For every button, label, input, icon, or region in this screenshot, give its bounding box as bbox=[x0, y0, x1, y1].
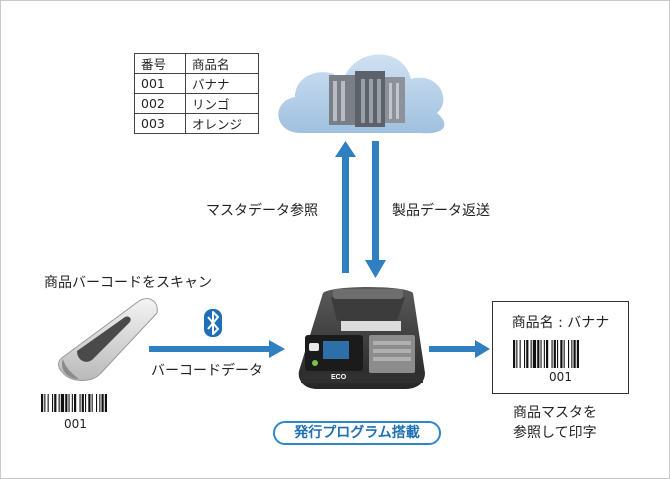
table-cell: オレンジ bbox=[185, 113, 259, 134]
master-table: 番号 商品名 001 バナナ 002 リンゴ 003 オレンジ bbox=[134, 53, 259, 134]
printer-to-label-arrow bbox=[429, 340, 490, 358]
table-cell: 003 bbox=[134, 113, 186, 134]
scanner-to-printer-arrow bbox=[149, 340, 285, 358]
scan-caption: 商品バーコードをスキャン bbox=[44, 275, 212, 291]
server-icon bbox=[329, 71, 405, 127]
table-cell: 002 bbox=[134, 93, 186, 114]
table-cell: 001 bbox=[134, 73, 186, 94]
down-arrow bbox=[365, 141, 386, 278]
printed-label-title: 商品名 : バナナ bbox=[511, 315, 610, 331]
printed-label: 商品名 : バナナ 001 bbox=[492, 301, 629, 394]
up-arrow bbox=[335, 141, 356, 273]
printed-label-number: 001 bbox=[549, 370, 572, 384]
table-header-row: 番号 商品名 bbox=[134, 53, 259, 74]
table-row: 002 リンゴ bbox=[134, 93, 259, 114]
table-row: 001 バナナ bbox=[134, 73, 259, 94]
program-badge: 発行プログラム搭載 bbox=[273, 421, 441, 445]
bluetooth-icon bbox=[204, 309, 222, 337]
barcode-scanner-icon bbox=[58, 298, 158, 381]
master-reference-label: マスタデータ参照 bbox=[206, 203, 318, 219]
table-header-cell: 商品名 bbox=[185, 53, 259, 74]
product-return-label: 製品データ返送 bbox=[392, 203, 490, 219]
barcode-icon bbox=[41, 394, 107, 412]
printed-barcode-icon bbox=[513, 340, 579, 368]
scanned-number: 001 bbox=[64, 417, 87, 431]
table-cell: バナナ bbox=[185, 73, 259, 94]
printer-brand: ECO bbox=[331, 374, 347, 381]
table-row: 003 オレンジ bbox=[134, 113, 259, 134]
printer-icon bbox=[298, 287, 425, 389]
barcode-data-label: バーコードデータ bbox=[151, 363, 263, 379]
print-caption-line2: 参照して印字 bbox=[513, 425, 597, 441]
table-cell: リンゴ bbox=[185, 93, 259, 114]
print-caption-line1: 商品マスタを bbox=[513, 405, 597, 421]
table-header-cell: 番号 bbox=[134, 53, 186, 74]
